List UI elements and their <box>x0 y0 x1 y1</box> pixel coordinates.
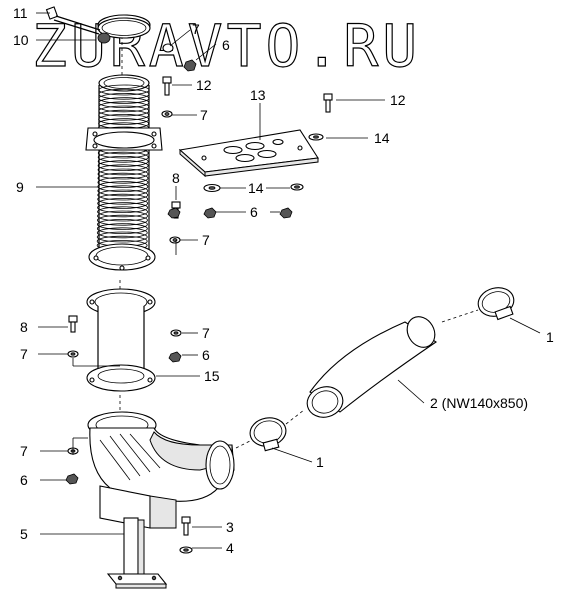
bellows-rib <box>97 202 148 214</box>
bellows-rib <box>97 151 149 163</box>
callout-2: 2 (NW140x850) <box>430 395 528 411</box>
callout-7: 7 <box>200 107 208 123</box>
callout-4: 4 <box>226 540 234 556</box>
hose-clamp-lower <box>249 417 287 452</box>
callout-14: 14 <box>248 180 264 196</box>
leader-lines <box>36 12 541 549</box>
callout-12: 12 <box>390 92 406 108</box>
straight-pipe-section <box>86 288 156 392</box>
callout-10: 10 <box>13 32 29 48</box>
callout-6: 6 <box>222 37 230 53</box>
bolt-8-mid <box>167 201 181 244</box>
washer-nut-center <box>203 183 221 219</box>
bellows-rib <box>96 223 148 235</box>
callout-9: 9 <box>16 179 24 195</box>
bellows-rib <box>97 160 149 172</box>
callout-14: 14 <box>374 130 390 146</box>
callout-8: 8 <box>172 170 180 186</box>
washer-nut-right <box>168 329 182 363</box>
callout-6: 6 <box>202 347 210 363</box>
bellows-rib <box>97 155 149 167</box>
callout-1: 1 <box>546 329 554 345</box>
callout-7: 7 <box>20 443 28 459</box>
callout-6: 6 <box>250 204 258 220</box>
bellows-lower-flange <box>88 243 156 271</box>
washer-nut-lower-left <box>65 447 79 485</box>
bellows-rib <box>97 185 149 197</box>
bellows-rib <box>97 164 149 176</box>
bellows-rib <box>97 214 148 226</box>
corrugated-bellows <box>96 74 150 251</box>
callout-11: 11 <box>13 5 28 21</box>
callout-15: 15 <box>204 368 220 384</box>
callout-12: 12 <box>196 77 212 93</box>
callout-7: 7 <box>192 21 200 37</box>
callout-13: 13 <box>250 87 266 103</box>
bellows-rib <box>96 227 148 239</box>
bellows-rib <box>97 197 149 209</box>
bellows-rib <box>96 218 148 230</box>
bolt-3-washer-4 <box>179 516 193 554</box>
clamp-bolt <box>45 6 111 44</box>
bolt-8-left <box>67 315 79 358</box>
mounting-bracket-plate <box>178 129 319 178</box>
bellows-rib <box>97 168 149 180</box>
bellows-rib <box>97 189 149 201</box>
elbow-housing <box>87 411 235 502</box>
callout-7: 7 <box>20 346 28 362</box>
callout-7: 7 <box>202 232 210 248</box>
bellows-rib <box>96 231 148 243</box>
support-leg <box>106 517 168 589</box>
callout-5: 5 <box>20 526 28 542</box>
bolt-12-right <box>279 93 333 219</box>
hose-clamp-upper <box>477 287 515 321</box>
callout-labels: 11 10 7 6 12 13 12 7 14 9 8 14 6 7 1 8 7… <box>13 5 554 556</box>
top-clamp-ring <box>97 14 151 39</box>
bellows-rib <box>97 206 148 218</box>
callout-7: 7 <box>202 325 210 341</box>
bellows-rib <box>97 210 148 222</box>
bellows-rib <box>97 176 149 188</box>
bellows-upper-flange <box>85 127 163 151</box>
bellows-rib <box>97 193 149 205</box>
callout-6: 6 <box>20 472 28 488</box>
callout-8: 8 <box>20 319 28 335</box>
callout-1: 1 <box>316 454 324 470</box>
flexible-hose <box>306 316 437 418</box>
watermark-text: ZURAVTO.RU <box>32 12 421 80</box>
bolt-12-upper <box>161 76 173 118</box>
bellows-rib <box>97 172 149 184</box>
callout-3: 3 <box>226 519 234 535</box>
